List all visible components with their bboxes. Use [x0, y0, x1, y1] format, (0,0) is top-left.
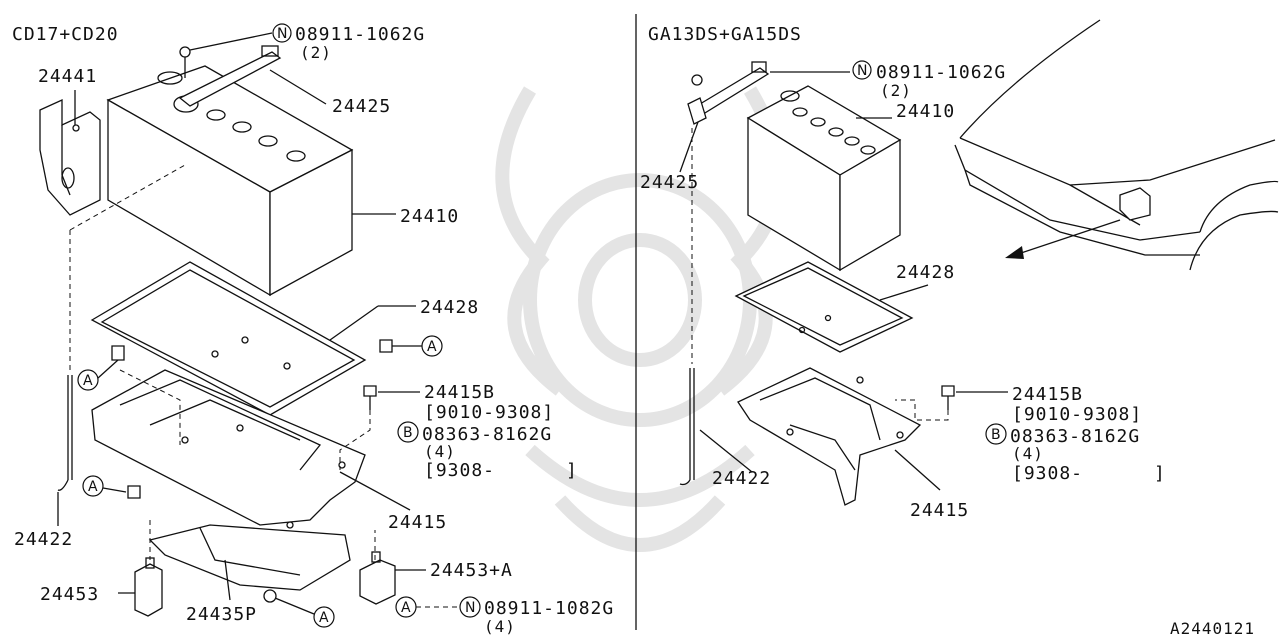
label-r-24428: 24428 — [896, 262, 955, 283]
label-r-qty4: (4) — [1012, 444, 1044, 463]
tray-right-drawing — [734, 261, 914, 353]
label-08911-bottom: 08911-1082G — [484, 598, 614, 619]
base-right-drawing — [737, 367, 922, 506]
b-marker-right — [985, 423, 1007, 445]
leader-r-24425 — [679, 121, 699, 173]
label-r-24422: 24422 — [712, 468, 771, 489]
n-marker-right — [852, 60, 872, 80]
leader-24415 — [339, 471, 411, 511]
label-24453a: 24453+A — [430, 560, 513, 581]
leader-08911-top — [189, 32, 273, 51]
locator-arrow — [1014, 219, 1121, 256]
label-qty-top: (2) — [300, 43, 332, 62]
dash-2 — [339, 410, 371, 470]
n-marker-top — [272, 23, 292, 43]
leader-24435p — [224, 559, 231, 601]
a-marker-1-text: A — [83, 373, 93, 389]
label-r-24415: 24415 — [910, 500, 969, 521]
n-marker-bottom — [459, 596, 481, 618]
rod-24422-drawing — [57, 375, 73, 491]
n-marker-top-text: N — [277, 26, 287, 42]
label-24435p: 24435P — [186, 604, 257, 625]
label-r-08363: 08363-8162G — [1010, 426, 1140, 447]
label-r-24415b: 24415B — [1012, 384, 1083, 405]
label-24428: 24428 — [420, 297, 479, 318]
b-marker-right-text: B — [991, 427, 1001, 443]
right-panel-title: GA13DS+GA15DS — [648, 24, 802, 45]
a-marker-1 — [77, 369, 99, 391]
label-24425: 24425 — [332, 96, 391, 117]
label-24415b: 24415B — [424, 382, 495, 403]
a-leader-4 — [274, 597, 315, 615]
label-08363: 08363-8162G — [422, 424, 552, 445]
leader-r-24415 — [894, 449, 941, 491]
label-r-range1: [9010-9308] — [1012, 404, 1142, 425]
nut-3 — [379, 339, 393, 353]
a-leader-2 — [102, 487, 127, 493]
n-marker-right-text: N — [857, 63, 867, 79]
b-marker-text: B — [403, 425, 413, 441]
bracket-24453-drawing — [134, 551, 396, 617]
label-08911-top: 08911-1062G — [295, 24, 425, 45]
locator-arrow-head — [1005, 246, 1024, 259]
label-24410: 24410 — [400, 206, 459, 227]
label-r-24410: 24410 — [896, 101, 955, 122]
label-range1: [9010-9308] — [424, 402, 554, 423]
bolt-r-24415b-drawing — [941, 385, 955, 410]
leader-24425 — [269, 69, 327, 105]
plate-24435p-drawing — [148, 524, 351, 591]
base-24415-drawing — [91, 369, 366, 529]
label-24415: 24415 — [388, 512, 447, 533]
label-qty-bottom: (4) — [484, 617, 516, 636]
tray-24428-drawing — [90, 261, 367, 416]
label-r-qty2: (2) — [880, 81, 912, 100]
figure-code: A2440121 — [1170, 619, 1255, 638]
label-qty4: (4) — [424, 442, 456, 461]
holddown-24425-drawing — [178, 45, 282, 107]
leader-24428 — [329, 305, 379, 341]
dash-1 — [119, 369, 181, 445]
label-r-08911: 08911-1062G — [876, 62, 1006, 83]
label-r-range2: [9308- ] — [1012, 463, 1166, 484]
label-range2: [9308- ] — [424, 460, 578, 481]
n-marker-bottom-text: N — [465, 600, 475, 616]
nut-4 — [263, 589, 277, 603]
leader-r-24422 — [699, 429, 753, 473]
left-panel-title: CD17+CD20 — [12, 24, 119, 45]
label-r-24425: 24425 — [640, 172, 699, 193]
b-marker — [397, 421, 419, 443]
rod-right-drawing — [679, 368, 695, 486]
label-24453: 24453 — [40, 584, 99, 605]
nut-1 — [111, 345, 125, 361]
battery-24410-drawing — [106, 65, 354, 297]
label-24441: 24441 — [38, 66, 97, 87]
label-24422: 24422 — [14, 529, 73, 550]
a-marker-3-text: A — [427, 339, 437, 355]
leader-r-24428 — [879, 284, 929, 301]
a-marker-2-text: A — [88, 479, 98, 495]
dash-rod-top — [69, 164, 186, 231]
a-marker-2 — [82, 475, 104, 497]
a-marker-4-text: A — [319, 610, 329, 626]
holddown-right-drawing — [687, 61, 770, 125]
a-leader-1 — [97, 359, 119, 379]
nut-2 — [127, 485, 141, 499]
battery-right-drawing — [746, 85, 902, 272]
a-marker-5-text: A — [401, 600, 411, 616]
car-silhouette-drawing — [954, 19, 1279, 271]
a-marker-4 — [313, 606, 335, 628]
bracket-24441-drawing — [39, 90, 101, 216]
bolt-24415b-drawing — [363, 385, 377, 410]
